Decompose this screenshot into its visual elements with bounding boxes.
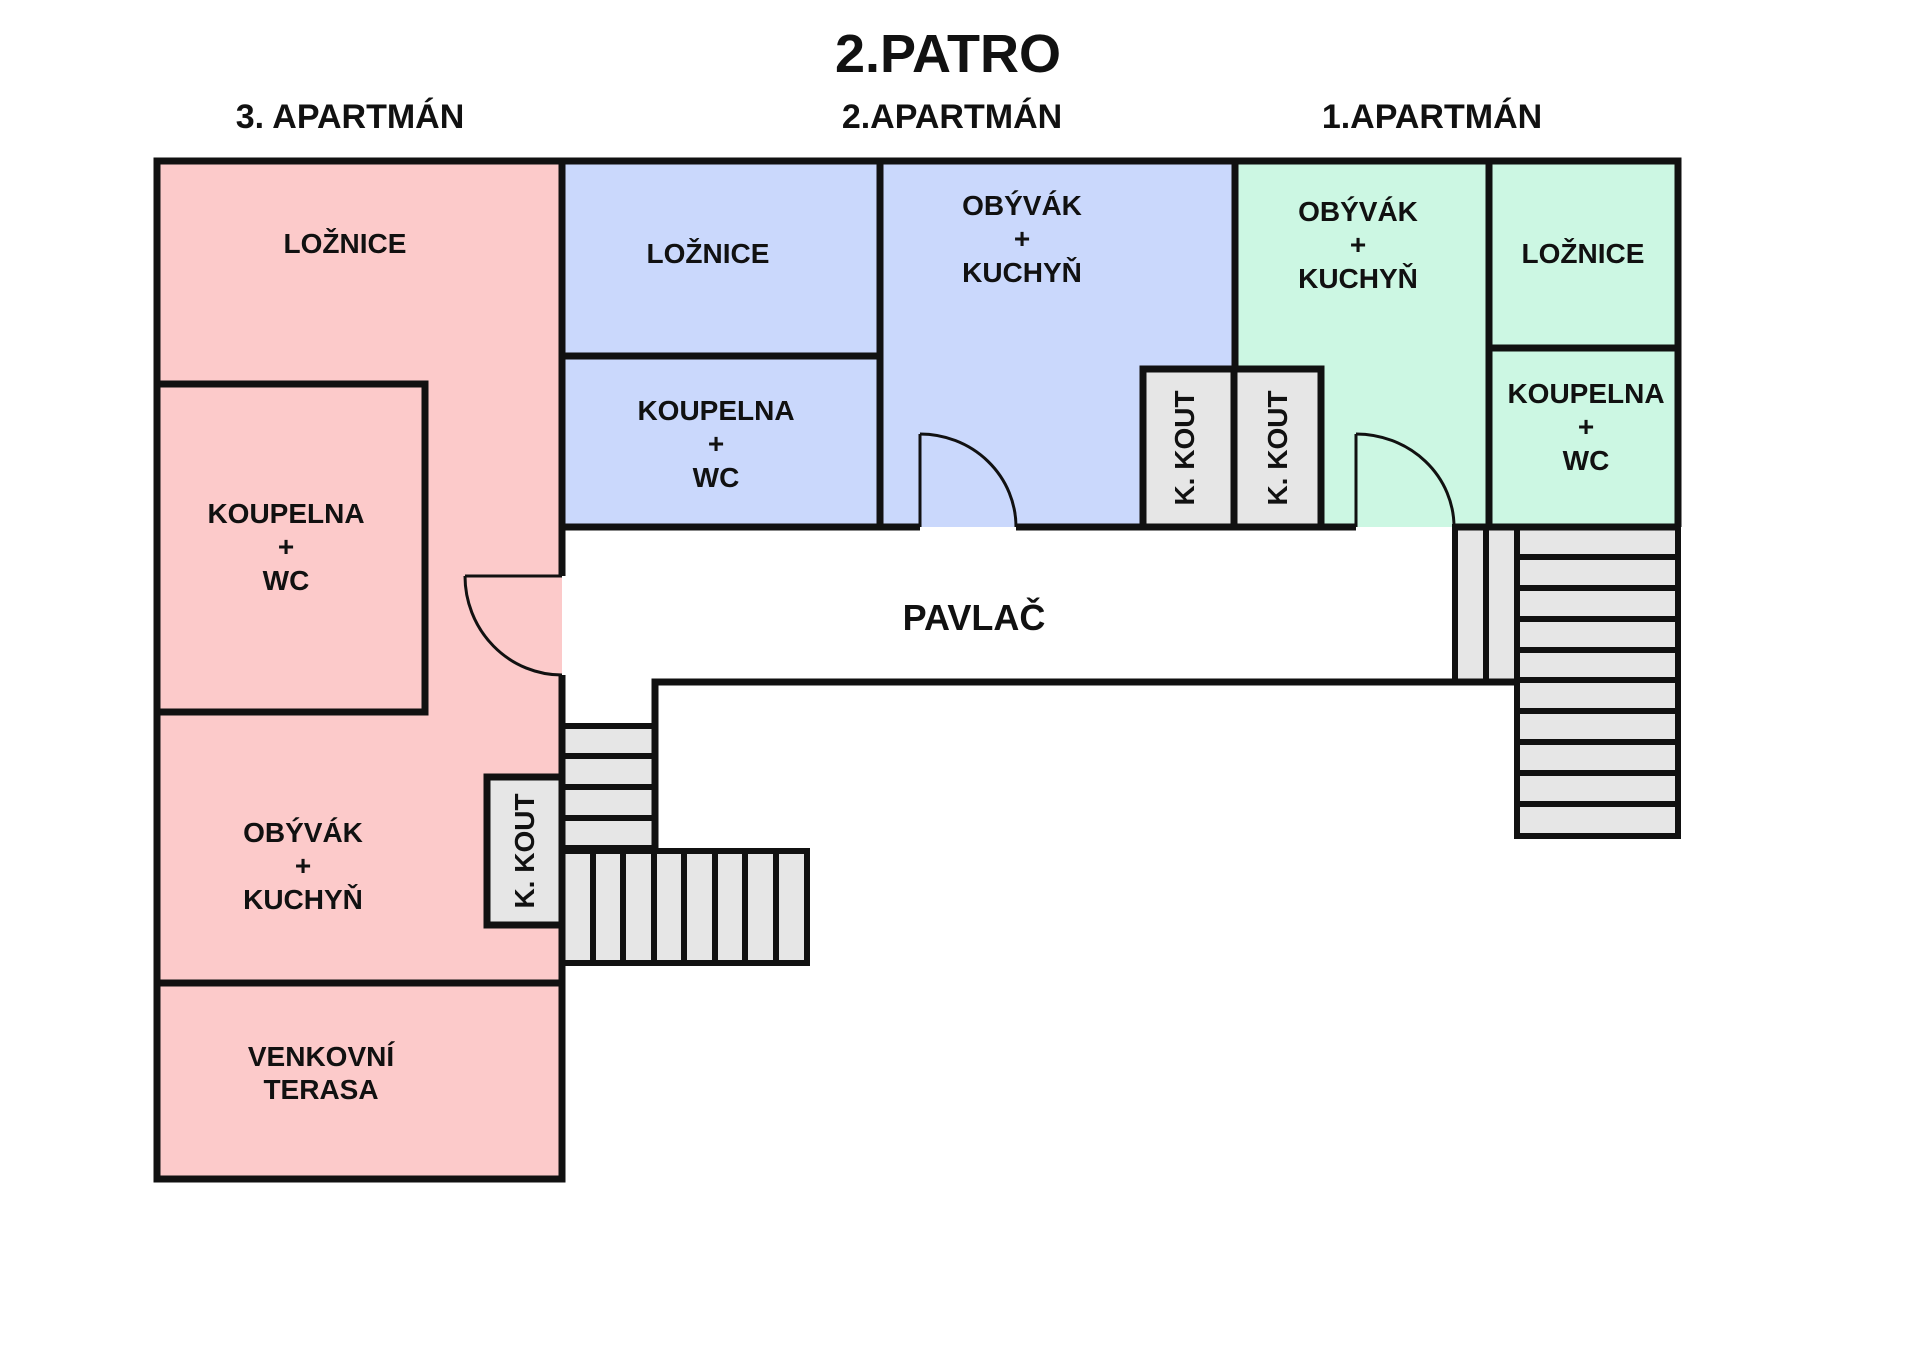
apt3-living-kitchen-label: OBÝVÁK + KUCHYŇ <box>243 817 363 915</box>
apt2-bathroom-label: KOUPELNA + WC <box>637 395 794 493</box>
svg-text:+: + <box>278 531 294 562</box>
apt2-bedroom-label: LOŽNICE <box>647 238 770 269</box>
svg-text:+: + <box>1578 411 1594 442</box>
apartment-3-area <box>157 161 562 1179</box>
svg-text:KOUPELNA: KOUPELNA <box>207 498 364 529</box>
apt3-bedroom-label: LOŽNICE <box>284 228 407 259</box>
apartment-2-heading: 2.APARTMÁN <box>842 98 1062 136</box>
apartment-1-heading: 1.APARTMÁN <box>1322 98 1542 136</box>
apartment-1-kitchenette <box>1230 365 1325 531</box>
walls <box>153 157 1682 1183</box>
svg-text:KOUPELNA: KOUPELNA <box>637 395 794 426</box>
svg-text:KUCHYŇ: KUCHYŇ <box>243 884 363 915</box>
svg-text:WC: WC <box>263 565 310 596</box>
apt2-living-kitchen-label: OBÝVÁK + KUCHYŇ <box>962 190 1082 288</box>
corridor-label: PAVLAČ <box>903 596 1046 638</box>
door-apartment-3 <box>463 574 563 677</box>
door-apartment-1 <box>1354 432 1456 528</box>
apartment-3-heading: 3. APARTMÁN <box>236 98 465 136</box>
svg-text:VENKOVNÍ: VENKOVNÍ <box>248 1041 395 1072</box>
svg-text:TERASA: TERASA <box>263 1074 378 1105</box>
apartment-2-kitchenette <box>1139 365 1238 531</box>
svg-text:KUCHYŇ: KUCHYŇ <box>1298 263 1418 294</box>
apt1-living-kitchen-label: OBÝVÁK + KUCHYŇ <box>1298 196 1418 294</box>
svg-text:KOUPELNA: KOUPELNA <box>1507 378 1664 409</box>
svg-text:+: + <box>295 850 311 881</box>
svg-text:OBÝVÁK: OBÝVÁK <box>962 190 1082 221</box>
door-apartment-2 <box>918 432 1018 528</box>
svg-text:+: + <box>1014 223 1030 254</box>
apt3-terrace-label: VENKOVNÍ TERASA <box>248 1041 395 1105</box>
staircase-left-upper <box>559 723 658 851</box>
svg-text:+: + <box>708 428 724 459</box>
apartment-3-kitchenette <box>483 773 566 929</box>
svg-text:KUCHYŇ: KUCHYŇ <box>962 257 1082 288</box>
apt2-kitchenette-label: K. KOUT <box>1169 390 1200 505</box>
floor-title: 2.PATRO <box>835 24 1061 84</box>
svg-text:WC: WC <box>1563 445 1610 476</box>
apt3-bathroom-label: KOUPELNA + WC <box>207 498 364 596</box>
svg-text:WC: WC <box>693 462 740 493</box>
svg-text:OBÝVÁK: OBÝVÁK <box>1298 196 1418 227</box>
apt3-kitchenette-label: K. KOUT <box>509 793 540 908</box>
staircase-right-landing <box>1452 524 1520 685</box>
svg-text:OBÝVÁK: OBÝVÁK <box>243 817 363 848</box>
apt1-kitchenette-label: K. KOUT <box>1262 390 1293 505</box>
apt1-bathroom-label: KOUPELNA + WC <box>1507 378 1664 476</box>
apt1-bedroom-label: LOŽNICE <box>1522 238 1645 269</box>
apartment-2-area <box>562 161 1235 527</box>
staircase-left-lower <box>559 848 810 966</box>
staircase-right <box>1514 524 1681 839</box>
svg-text:+: + <box>1350 229 1366 260</box>
